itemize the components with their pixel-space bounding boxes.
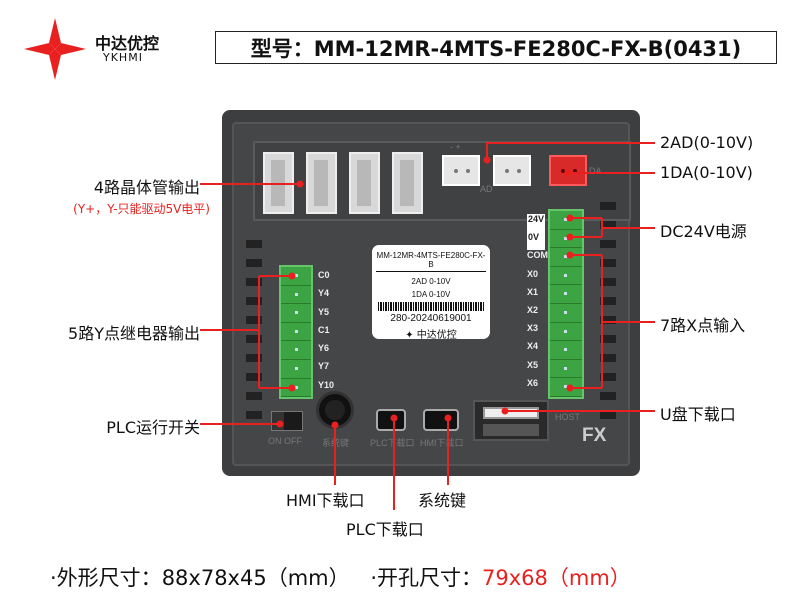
callout-transistor-output: 4路晶体管输出 <box>93 178 200 197</box>
ad-silk: AD <box>480 184 493 194</box>
model-title: 型号：MM-12MR-4MTS-FE280C-FX-B(0431) <box>215 31 777 64</box>
callout-plc-download: PLC下载口 <box>346 520 424 539</box>
terminal-label: Y10 <box>318 379 335 390</box>
terminal-label: 0V <box>527 232 545 251</box>
dimensions: ·外形尺寸：88x78x45（mm） ·开孔尺寸：79x68（mm） <box>50 562 631 592</box>
usb-host-port[interactable] <box>473 400 549 441</box>
product-label-plate: MM-12MR-4MTS-FE280C-FX-B 2AD 0-10V 1DA 0… <box>372 245 490 341</box>
host-silk: HOST <box>555 412 581 422</box>
terminal-label: X3 <box>527 323 539 334</box>
plate-serial: 280-20240619001 <box>390 313 472 324</box>
terminal-label: X1 <box>527 286 539 297</box>
transistor-connector <box>349 152 380 214</box>
plate-model: MM-12MR-4MTS-FE280C-FX-B <box>376 251 486 272</box>
terminal-label: X2 <box>527 304 539 315</box>
terminal-label: X0 <box>527 268 539 279</box>
transistor-connector <box>306 152 337 214</box>
plate-ad: 2AD 0-10V <box>411 277 451 286</box>
cutout-dim-value: 79x68（mm） <box>482 566 631 590</box>
plc-port-silk: PLC下载口 <box>370 438 415 448</box>
terminal-label: COM <box>527 250 548 261</box>
terminal-label: C0 <box>318 270 330 280</box>
hmi-port-silk: HMI下载口 <box>420 438 464 448</box>
polarity-silk: - + <box>450 142 461 152</box>
callout-run-switch: PLC运行开关 <box>106 418 200 437</box>
terminal-label: Y7 <box>318 361 330 372</box>
plate-da: 1DA 0-10V <box>411 290 451 299</box>
terminal-label: X4 <box>527 341 539 352</box>
callout-system-key: 系统键 <box>418 491 467 510</box>
plate-logo-icon: ✦ <box>405 330 414 341</box>
plate-brand: 中达优控 <box>416 330 457 341</box>
brand-name-en: YKHMI <box>103 51 143 64</box>
terminal-label: Y5 <box>318 306 330 317</box>
callout-usb: U盘下载口 <box>660 405 736 424</box>
callout-relay-output: 5路Y点继电器输出 <box>68 324 200 343</box>
cutout-dim-label: ·开孔尺寸： <box>370 566 482 590</box>
da-silk: DA <box>589 166 602 176</box>
callout-power: DC24V电源 <box>660 222 747 241</box>
terminal-label: Y4 <box>318 288 330 299</box>
brand-name: 中达优控 <box>95 34 160 53</box>
transistor-connector <box>392 152 423 214</box>
terminal-label: X6 <box>527 377 539 388</box>
terminal-label: C1 <box>318 324 330 335</box>
callout-x-input: 7路X点输入 <box>660 316 746 335</box>
callout-hmi-download: HMI下载口 <box>286 491 365 510</box>
vents-left <box>246 240 262 419</box>
terminal-label: Y6 <box>318 343 330 354</box>
hmi-mini-usb-port[interactable] <box>423 409 459 431</box>
terminal-label: X5 <box>527 359 539 370</box>
plc-mini-usb-port[interactable] <box>376 409 406 431</box>
fx-logo: FX <box>582 425 607 446</box>
switch-silk: ON OFF <box>268 436 302 446</box>
barcode <box>378 302 484 311</box>
callout-da: 1DA(0-10V) <box>660 163 753 182</box>
outer-dim-value: 88x78x45（mm） <box>161 566 350 590</box>
relay-terminal-block <box>279 265 313 399</box>
callout-transistor-note: (Y+，Y-只能驱动5V电平) <box>73 202 210 216</box>
outer-dim-label: ·外形尺寸： <box>50 566 162 590</box>
terminal-label: 24V <box>527 214 545 233</box>
vents-right <box>600 202 616 419</box>
ad-connector <box>493 155 531 186</box>
brand-logo <box>24 18 86 80</box>
ad-connector <box>442 155 480 186</box>
input-terminal-block <box>548 209 584 399</box>
callout-ad: 2AD(0-10V) <box>660 133 754 152</box>
